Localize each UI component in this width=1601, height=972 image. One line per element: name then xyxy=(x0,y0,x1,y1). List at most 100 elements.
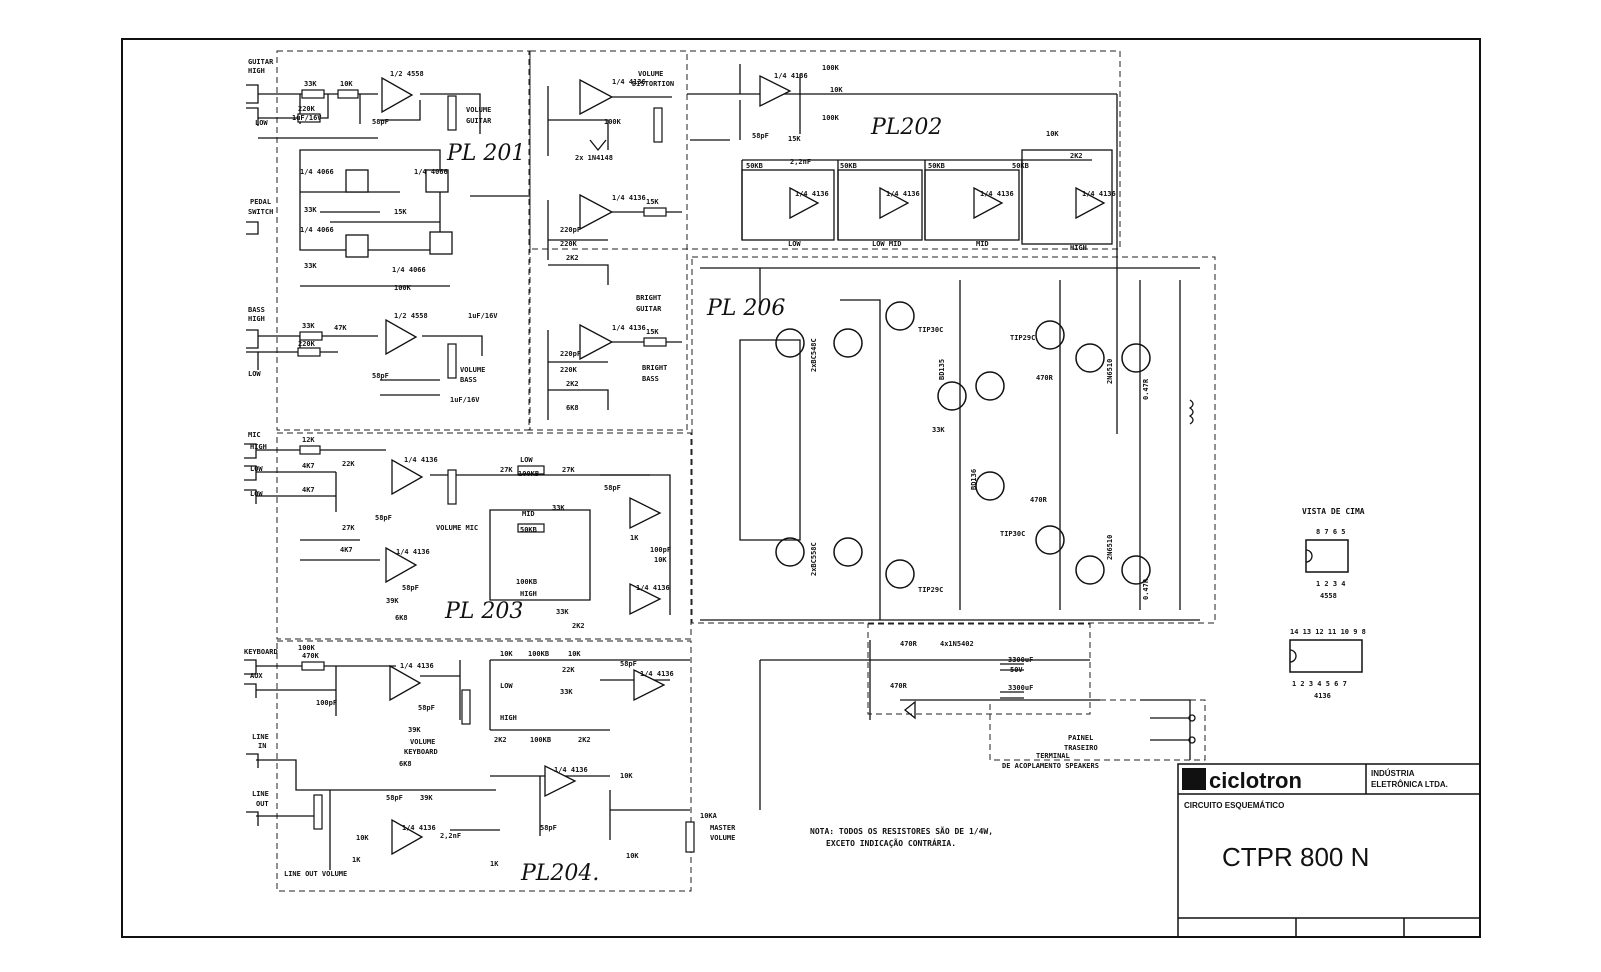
svg-text:1K: 1K xyxy=(490,860,499,868)
jack-bass xyxy=(246,329,259,370)
svg-text:1/4 4136: 1/4 4136 xyxy=(554,766,588,774)
svg-text:58pF: 58pF xyxy=(540,824,557,832)
panel-label-pl201: PL 201 xyxy=(446,141,525,166)
svg-text:2N6510: 2N6510 xyxy=(1106,535,1114,560)
svg-text:100KB: 100KB xyxy=(516,578,537,586)
board-terminal xyxy=(989,699,1206,761)
svg-text:58pF: 58pF xyxy=(375,514,392,522)
pot-tone-mid xyxy=(517,523,545,533)
svg-text:KEYBOARD: KEYBOARD xyxy=(404,748,438,756)
svg-text:1/4 4136: 1/4 4136 xyxy=(980,190,1014,198)
eq-label-low: LOW xyxy=(788,240,801,248)
opamp-eq-low xyxy=(789,186,820,220)
r-15k-bright-guitar xyxy=(643,207,667,217)
tr-tip30c-pre xyxy=(1035,525,1065,555)
power-supply: 470R 4x1N5402 3300uF 50V 3300uF 470R xyxy=(759,640,1100,810)
panel-label-pl204: PL204. xyxy=(520,861,599,886)
svg-text:22K: 22K xyxy=(562,666,575,674)
r-33k-bass xyxy=(299,331,323,341)
tr-bc548-a xyxy=(775,328,805,358)
label-mic-low2: LOW xyxy=(250,490,263,498)
svg-text:1/4 4136: 1/4 4136 xyxy=(636,584,670,592)
svg-text:1/4 4136: 1/4 4136 xyxy=(612,324,646,332)
panel-label-pl206: PL 206 xyxy=(706,296,785,321)
svg-text:220pF: 220pF xyxy=(560,226,581,234)
brand-logo-mark xyxy=(1182,768,1206,790)
eq-band-low xyxy=(741,169,835,241)
svg-text:2xBC558C: 2xBC558C xyxy=(810,542,818,576)
tr-bd136 xyxy=(975,471,1005,501)
svg-text:BD136: BD136 xyxy=(970,469,978,490)
pot-volume-mic xyxy=(447,469,457,505)
svg-text:1/4 4136: 1/4 4136 xyxy=(1082,190,1116,198)
svg-text:2,2nF: 2,2nF xyxy=(440,832,461,840)
svg-text:470R: 470R xyxy=(1030,496,1048,504)
svg-text:1/4 4136: 1/4 4136 xyxy=(404,456,438,464)
led-power xyxy=(903,700,916,720)
svg-text:100K: 100K xyxy=(298,644,316,652)
board-outlines xyxy=(276,50,1216,892)
svg-text:BASS: BASS xyxy=(642,375,659,383)
svg-text:100pF: 100pF xyxy=(650,546,671,554)
r-15k-bright-bass xyxy=(643,337,667,347)
pot-volume-keyboard xyxy=(461,689,471,725)
label-mic-high: HIGH xyxy=(250,443,267,451)
panel-label-pl203: PL 203 xyxy=(444,599,523,624)
brand-name: ciclotron xyxy=(1209,768,1302,793)
tr-bd135-a xyxy=(937,381,967,411)
label-bright-bass: BRIGHT xyxy=(642,364,667,372)
svg-text:2N6510: 2N6510 xyxy=(1106,359,1114,384)
svg-text:2,2nF: 2,2nF xyxy=(790,158,811,166)
tone-label-high: HIGH xyxy=(520,590,537,598)
svg-text:58pF: 58pF xyxy=(372,118,389,126)
label-volume-keyboard: VOLUME xyxy=(410,738,435,746)
output-coil xyxy=(1188,399,1194,425)
tr-bd135-b xyxy=(975,371,1005,401)
svg-text:100K: 100K xyxy=(394,284,412,292)
svg-text:0.47R: 0.47R xyxy=(1142,378,1150,400)
svg-text:4K7: 4K7 xyxy=(302,486,315,494)
label-mic: MIC xyxy=(248,431,261,439)
svg-text:BASS: BASS xyxy=(460,376,477,384)
label-line-out-out: OUT xyxy=(256,800,269,808)
svg-text:10K: 10K xyxy=(568,650,581,658)
note-line-2: EXCETO INDICAÇÃO CONTRÁRIA. xyxy=(826,837,956,848)
opamp-line-out xyxy=(391,818,424,856)
svg-text:470R: 470R xyxy=(1036,374,1054,382)
company-line-2: ELETRÔNICA LTDA. xyxy=(1371,780,1448,789)
label-bass-low: LOW xyxy=(248,370,261,378)
svg-text:27K: 27K xyxy=(500,466,513,474)
svg-text:1K: 1K xyxy=(630,534,639,542)
opamp-keyboard xyxy=(389,664,422,702)
svg-text:15K: 15K xyxy=(788,135,801,143)
opamp-eq-input xyxy=(759,74,792,108)
svg-text:33K: 33K xyxy=(556,608,569,616)
r-12k-mic xyxy=(299,445,321,455)
panel-label-pl202: PL202 xyxy=(870,115,942,140)
svg-text:1/4 4066: 1/4 4066 xyxy=(392,266,426,274)
svg-text:2K2: 2K2 xyxy=(566,254,579,262)
svg-text:1/4 4136: 1/4 4136 xyxy=(396,548,430,556)
svg-text:10K: 10K xyxy=(830,86,843,94)
svg-text:2K2: 2K2 xyxy=(566,380,579,388)
svg-text:1/4 4136: 1/4 4136 xyxy=(402,824,436,832)
svg-text:6K8: 6K8 xyxy=(566,404,579,412)
svg-text:1/4 4136: 1/4 4136 xyxy=(774,72,808,80)
jack-line-in xyxy=(246,753,259,768)
svg-text:10K: 10K xyxy=(1046,130,1059,138)
note-line-1: NOTA: TODOS OS RESISTORES SÃO DE 1/4W, xyxy=(810,826,993,836)
svg-text:220K: 220K xyxy=(298,105,316,113)
name-4136: 4136 xyxy=(1314,692,1331,700)
svg-text:50KB: 50KB xyxy=(746,162,763,170)
svg-text:DISTORTION: DISTORTION xyxy=(632,80,674,88)
opamp-tone-1 xyxy=(629,496,662,530)
pot-volume-distortion xyxy=(653,107,663,143)
svg-text:22K: 22K xyxy=(342,460,355,468)
svg-text:58pF: 58pF xyxy=(386,794,403,802)
r-220k-guitar xyxy=(297,113,321,123)
svg-text:GUITAR: GUITAR xyxy=(636,305,662,313)
label-line-out: LINE xyxy=(252,790,269,798)
svg-text:100pF: 100pF xyxy=(316,699,337,707)
opamp-eq-high xyxy=(1075,186,1106,220)
svg-text:10KA: 10KA xyxy=(700,812,718,820)
